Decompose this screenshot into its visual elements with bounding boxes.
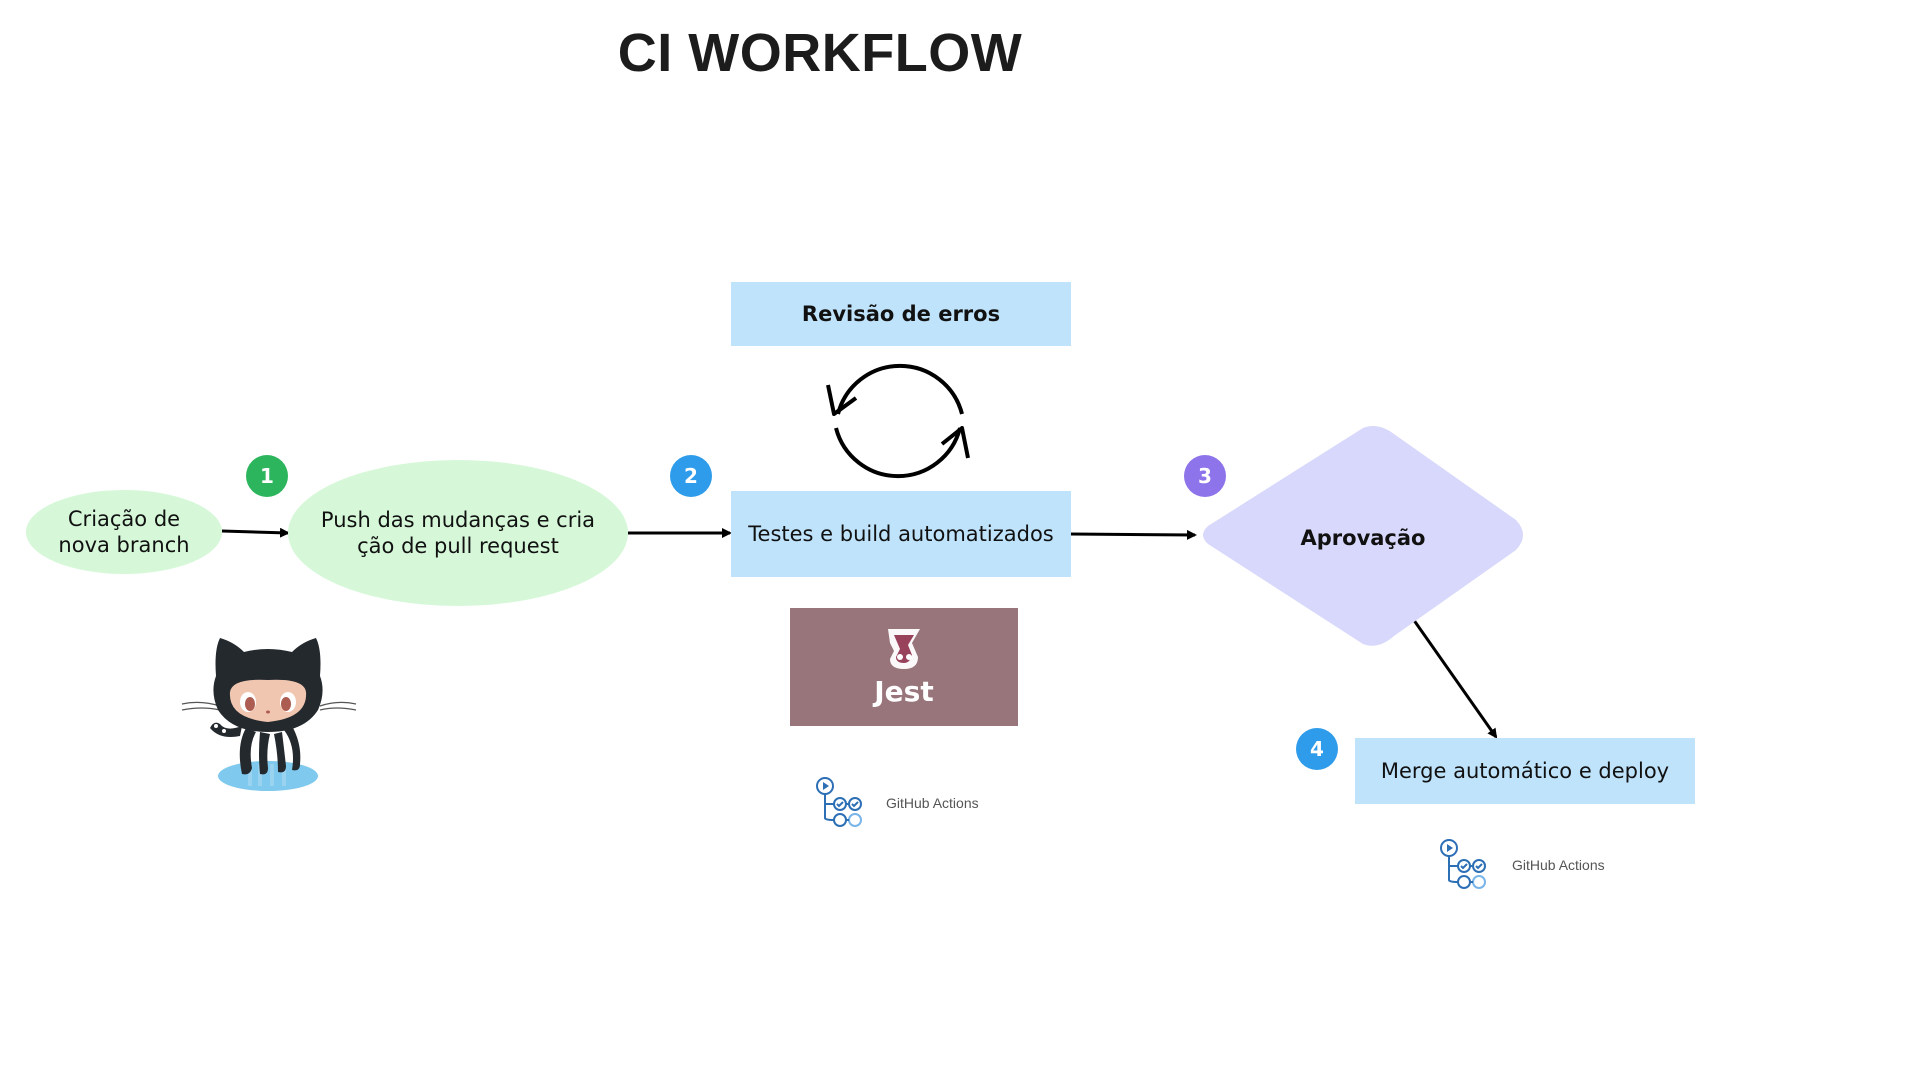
refresh-cycle-icon xyxy=(826,363,970,479)
step-tests-build-label: Testes e build automatizados xyxy=(748,522,1054,546)
step-badge-2: 2 xyxy=(670,455,712,497)
github-actions-label-1: GitHub Actions xyxy=(886,795,979,811)
octocat-icon xyxy=(181,638,357,791)
step-approval-diamond xyxy=(1203,426,1523,646)
github-actions-logo-1: GitHub Actions xyxy=(812,774,1012,830)
step-approval-label: Aprovação xyxy=(1300,526,1426,550)
step-badge-3: 3 xyxy=(1184,455,1226,497)
github-actions-icon xyxy=(816,777,862,827)
step-badge-4: 4 xyxy=(1296,728,1338,770)
step-create-branch: Criação de nova branch xyxy=(26,490,222,574)
step-error-review-label: Revisão de erros xyxy=(801,302,1001,326)
page-title: CI WORKFLOW xyxy=(617,23,1023,83)
step-error-review: Revisão de erros xyxy=(731,282,1071,346)
jest-icon xyxy=(888,628,920,669)
step-push-pull-request: Push das mudanças e cria ção de pull req… xyxy=(288,460,628,606)
jest-logo: Jest xyxy=(790,608,1018,726)
github-actions-label-2: GitHub Actions xyxy=(1512,857,1605,873)
arrow-approval-to-merge xyxy=(1409,615,1498,739)
arrow-branch-to-push xyxy=(221,527,290,538)
step-merge-deploy-label: Merge automático e deploy xyxy=(1380,759,1670,783)
step-push-pull-request-label: Push das mudanças e cria ção de pull req… xyxy=(320,508,596,558)
step-create-branch-label: Criação de nova branch xyxy=(58,507,190,557)
arrow-tests-to-approval xyxy=(1069,529,1197,540)
step-badge-1: 1 xyxy=(246,455,288,497)
step-tests-build: Testes e build automatizados xyxy=(731,491,1071,577)
jest-label: Jest xyxy=(874,674,934,708)
github-actions-logo-2: GitHub Actions xyxy=(1436,836,1636,892)
step-merge-deploy: Merge automático e deploy xyxy=(1355,738,1695,804)
github-actions-icon xyxy=(1440,839,1486,889)
